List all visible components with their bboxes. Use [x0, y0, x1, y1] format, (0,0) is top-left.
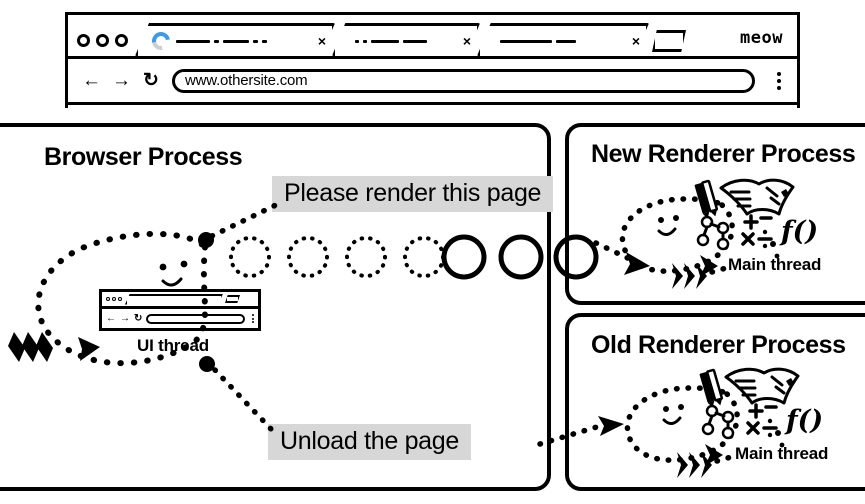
new-renderer-process-panel: New Renderer Process — [565, 123, 865, 305]
page-title-browser-process: Browser Process — [44, 143, 243, 171]
window-label: meow — [740, 28, 783, 48]
mini-traffic-lights-icon — [102, 297, 122, 301]
page-title-old-renderer-process: Old Renderer Process — [591, 331, 846, 359]
mini-url-bar-icon — [146, 313, 245, 324]
mini-kebab-icon — [249, 314, 254, 323]
browser-window: × × — [65, 12, 800, 108]
mini-new-tab-icon — [225, 295, 240, 303]
mini-forward-icon: → — [120, 312, 130, 324]
tab-close-icon[interactable]: × — [631, 33, 640, 49]
tab-title-placeholder — [500, 39, 622, 43]
main-thread-label-new: Main thread — [728, 255, 822, 274]
new-tab-button[interactable] — [652, 30, 686, 52]
tab-3[interactable]: × — [477, 23, 649, 56]
old-renderer-process-panel: Old Renderer Process — [565, 313, 865, 491]
traffic-lights — [68, 34, 135, 56]
tab-strip: × × — [68, 15, 797, 59]
message-unload-page: Unload the page — [268, 424, 471, 461]
tab-close-icon[interactable]: × — [462, 33, 471, 49]
mini-tab-icon — [125, 293, 223, 305]
tabs-row: × × — [135, 15, 797, 56]
loading-spinner-icon — [148, 28, 174, 54]
url-input[interactable]: www.othersite.com — [172, 68, 755, 93]
kebab-menu-icon[interactable] — [767, 71, 787, 90]
ui-thread-label: UI thread — [137, 336, 209, 355]
mini-reload-icon: ↻ — [134, 312, 143, 324]
back-icon[interactable]: ← — [82, 70, 101, 91]
tab-active[interactable]: × — [135, 23, 335, 56]
page-title-new-renderer-process: New Renderer Process — [591, 140, 856, 168]
main-thread-label-old: Main thread — [735, 444, 829, 463]
navigation-bar: ← → ↻ www.othersite.com — [68, 59, 797, 105]
minimize-dot-icon[interactable] — [96, 34, 109, 47]
tab-2[interactable]: × — [332, 23, 480, 56]
close-dot-icon[interactable] — [77, 34, 90, 47]
maximize-dot-icon[interactable] — [115, 34, 128, 47]
ui-thread-browser-icon: ← → ↻ — [99, 289, 261, 331]
reload-icon[interactable]: ↻ — [143, 70, 159, 91]
message-render-page: Please render this page — [272, 176, 554, 213]
tab-close-icon[interactable]: × — [317, 33, 326, 49]
tab-title-placeholder — [176, 39, 308, 43]
tab-title-placeholder — [355, 39, 453, 43]
mini-back-icon: ← — [106, 312, 116, 324]
forward-icon[interactable]: → — [112, 70, 131, 91]
